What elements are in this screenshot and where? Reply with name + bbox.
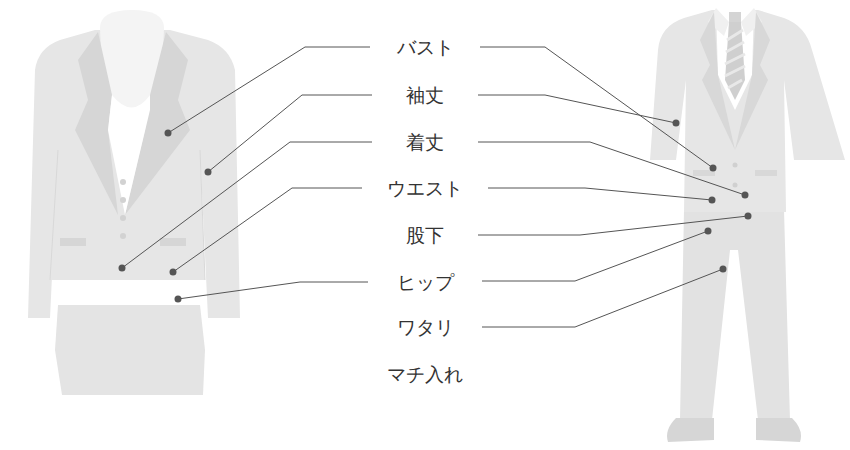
measure-label: ワタリ (397, 316, 454, 339)
measure-label: 股下 (406, 224, 444, 247)
womens-suit (28, 10, 240, 395)
measure-dots (119, 120, 752, 303)
measure-label: ヒップ (397, 271, 454, 294)
measure-label: バスト (397, 36, 454, 59)
measure-label: 着丈 (406, 131, 444, 154)
measure-label: ウエスト (387, 177, 463, 200)
measure-label: マチ入れ (387, 363, 463, 386)
leader-lines (122, 47, 748, 327)
measure-label: 袖丈 (406, 84, 444, 107)
mens-suit (650, 8, 845, 442)
